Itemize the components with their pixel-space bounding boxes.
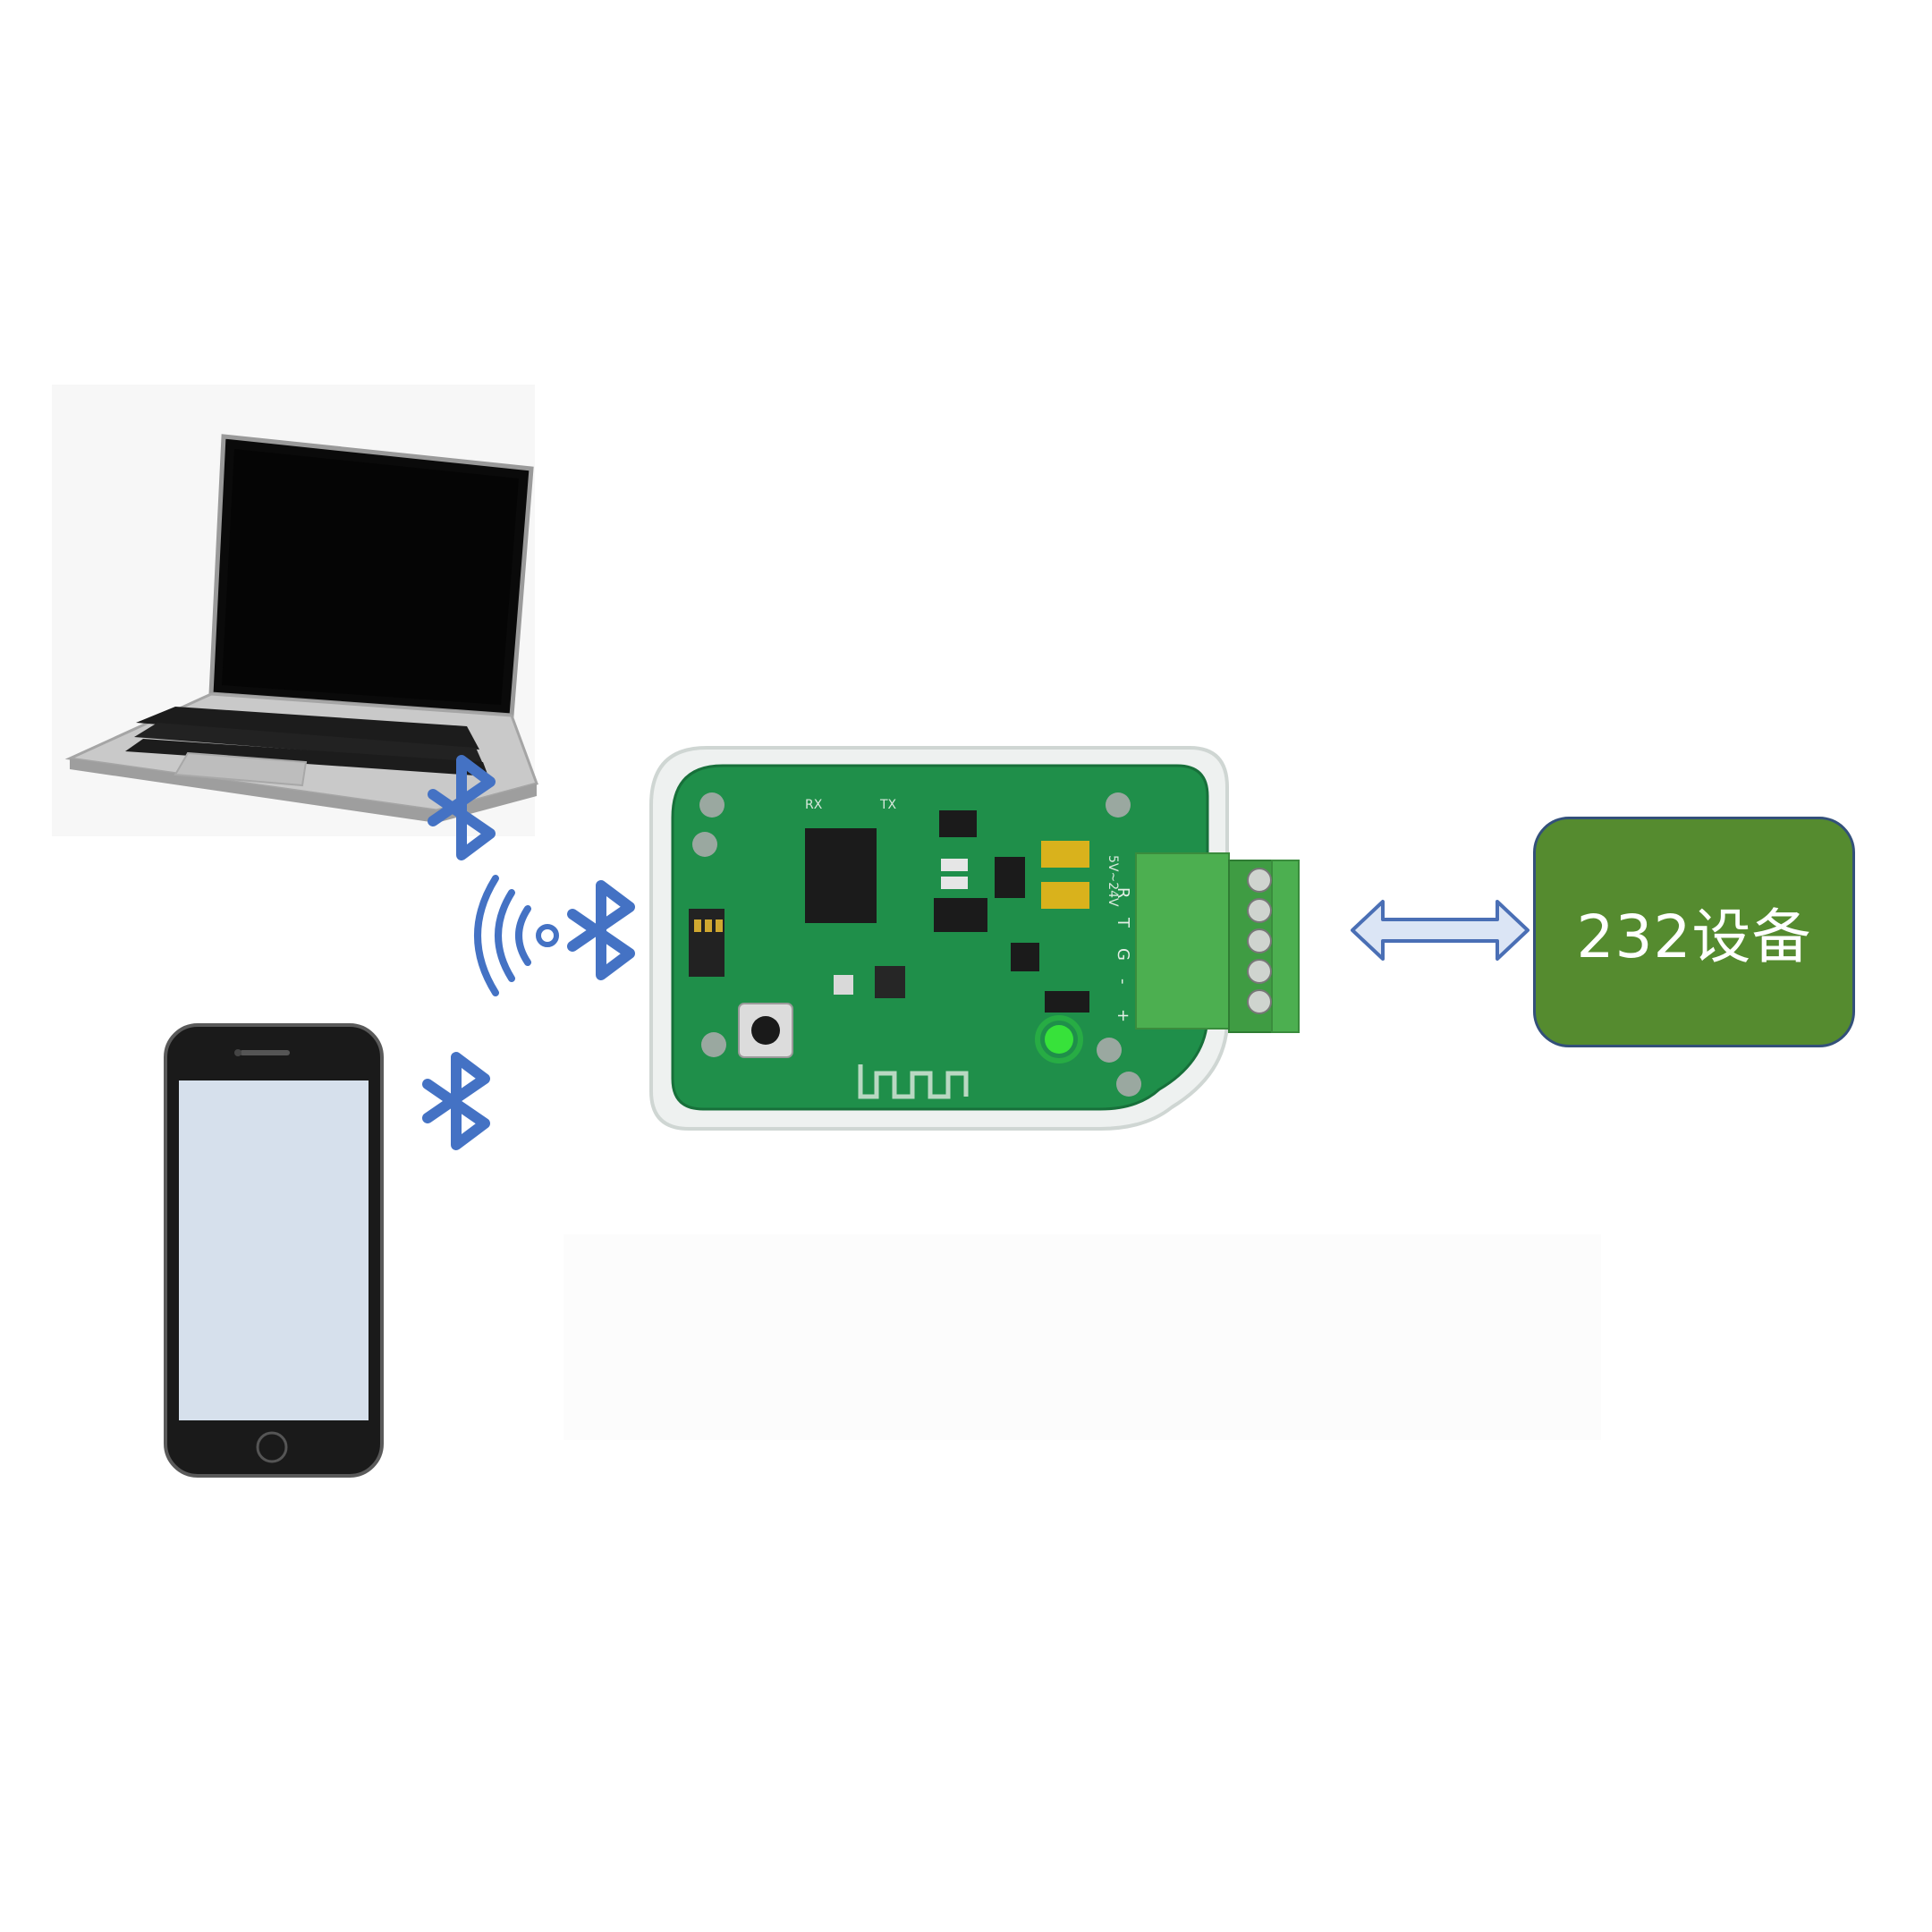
silk-rx: RX (805, 798, 823, 812)
silk-terminal-g: G (1114, 948, 1132, 961)
silk-terminal-minus: - (1114, 979, 1132, 985)
device-label: 232设备 (1576, 902, 1812, 971)
silk-tx: TX (879, 798, 897, 812)
laptop-photo-background (52, 385, 535, 836)
rs232-device-box: 232设备 (1533, 817, 1855, 1047)
silk-terminal-r: R (1114, 887, 1132, 899)
silk-terminal-t: T (1114, 917, 1132, 928)
silk-terminal-plus: + (1114, 1009, 1132, 1022)
silk-power: 5V~24V (1106, 855, 1120, 907)
photo-background (564, 1234, 1601, 1440)
